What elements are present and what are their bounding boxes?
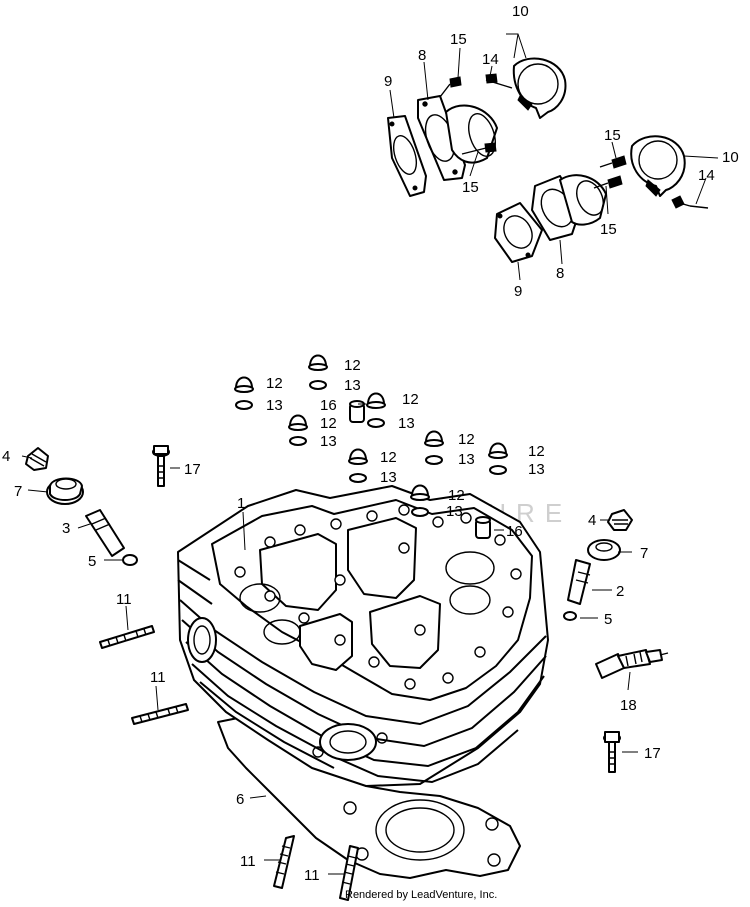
callout-4: 4 [2,448,10,465]
callout-13: 13 [398,415,415,432]
callout-8: 8 [556,265,564,282]
callout-1: 1 [237,495,245,512]
callout-5: 5 [604,611,612,628]
callout-7: 7 [14,483,22,500]
cylinder-head [177,485,549,879]
callout-17: 17 [184,461,201,478]
callout-12: 12 [402,391,419,408]
callout-15: 15 [450,31,467,48]
callout-13: 13 [266,397,283,414]
cap-nuts-washers [234,354,508,539]
callout-2: 2 [616,583,624,600]
callout-16: 16 [320,397,337,414]
callout-11: 11 [304,867,320,884]
callout-7: 7 [640,545,648,562]
callout-11: 11 [116,591,132,608]
callout-3: 3 [62,520,70,537]
left-valve-parts [25,447,138,566]
callout-9: 9 [514,283,522,300]
callout-6: 6 [236,791,244,808]
callout-12: 12 [320,415,337,432]
callout-13: 13 [320,433,337,450]
callout-18: 18 [620,697,637,714]
callout-5: 5 [88,553,96,570]
callout-12: 12 [528,443,545,460]
callout-9: 9 [384,73,392,90]
callout-12: 12 [448,487,465,504]
callout-13: 13 [380,469,397,486]
credit-text: Rendered by LeadVenture, Inc. [345,889,498,901]
leader-lines [21,33,719,875]
callout-13: 13 [344,377,361,394]
callout-12: 12 [344,357,361,374]
studs-bolts-plug [99,445,669,901]
intake-insulator-right [494,135,709,263]
callout-14: 14 [698,167,715,184]
callout-15: 15 [604,127,621,144]
callout-8: 8 [418,47,426,64]
callout-16: 16 [506,523,523,540]
callout-13: 13 [458,451,475,468]
callout-13: 13 [446,503,463,520]
right-valve-parts [563,509,633,621]
callout-12: 12 [458,431,475,448]
callout-13: 13 [528,461,545,478]
callout-12: 12 [266,375,283,392]
callout-15: 15 [462,179,479,196]
intake-insulator-left [387,57,567,197]
callout-11: 11 [150,669,166,686]
callout-10: 10 [722,149,739,166]
callout-10: 10 [512,3,529,20]
callout-17: 17 [644,745,661,762]
callout-labels: 1 2 3 4 4 5 5 6 7 7 8 8 9 9 10 10 11 11 … [2,3,739,884]
callout-14: 14 [482,51,499,68]
callout-4: 4 [588,512,596,529]
callout-11: 11 [240,853,256,870]
callout-12: 12 [380,449,397,466]
callout-15: 15 [600,221,617,238]
